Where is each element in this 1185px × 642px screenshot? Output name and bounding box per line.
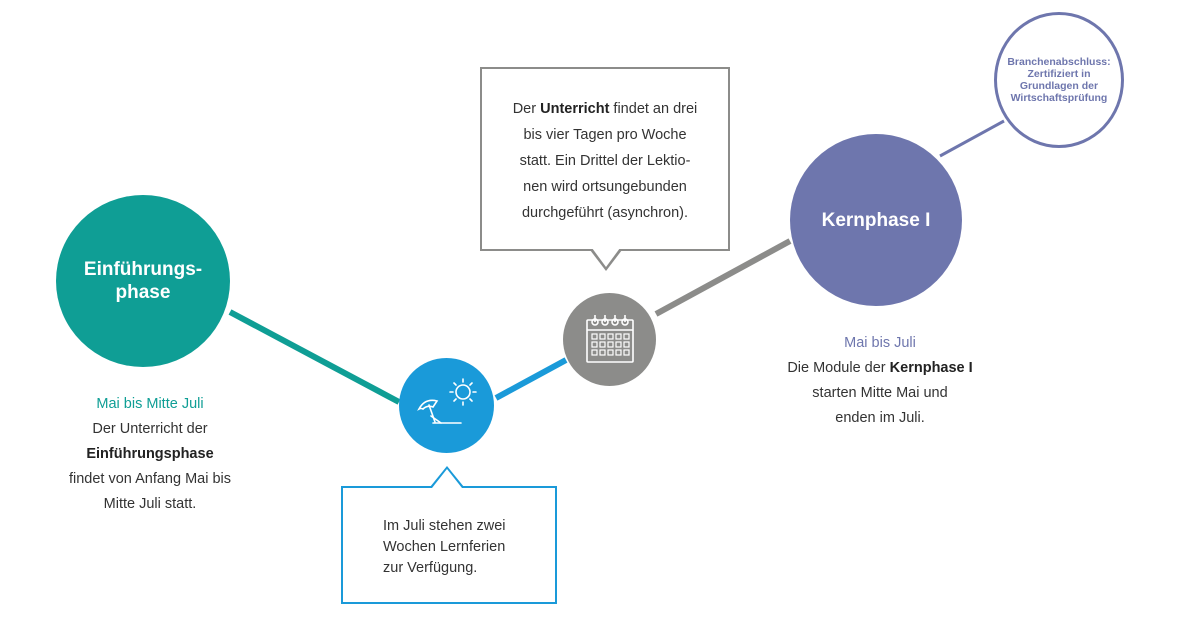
beach-umbrella-sun-icon (416, 377, 477, 424)
kernphase-period: Mai bis Juli (844, 335, 916, 351)
connector-holiday-calendar (494, 357, 568, 401)
connector-calendar-kern (654, 238, 792, 317)
einfuehrungsphase-circle: Einführungs- phase (56, 195, 230, 367)
holiday-bubble-pointer-fill (432, 469, 462, 488)
connector-einfuehrung-holiday (228, 309, 401, 405)
calendar-icon (585, 314, 634, 363)
connector-kern-branchenabschluss (939, 119, 1005, 158)
calendar-bubble-pointer-fill (592, 248, 620, 267)
einfuehrungsphase-description: Mai bis Mitte Juli Der Unterricht der Ei… (40, 392, 260, 517)
holiday-info-bubble: Im Juli stehen zwei Wochen Lernferien zu… (341, 486, 557, 604)
holiday-circle (399, 358, 494, 453)
calendar-info-bubble: Der Unterricht findet an drei bis vier T… (480, 67, 730, 251)
kernphase-circle: Kernphase I (790, 134, 962, 306)
einfuehrungsphase-period: Mai bis Mitte Juli (96, 396, 204, 412)
einfuehrungsphase-title: Einführungs- phase (83, 259, 203, 303)
branchenabschluss-text: Branchenabschluss: Zertifiziert in Grund… (1007, 56, 1111, 104)
calendar-circle (563, 293, 656, 386)
branchenabschluss-circle: Branchenabschluss: Zertifiziert in Grund… (994, 12, 1124, 148)
kernphase-title: Kernphase I (821, 209, 931, 231)
kernphase-description: Mai bis Juli Die Module der Kernphase I … (760, 331, 1000, 431)
